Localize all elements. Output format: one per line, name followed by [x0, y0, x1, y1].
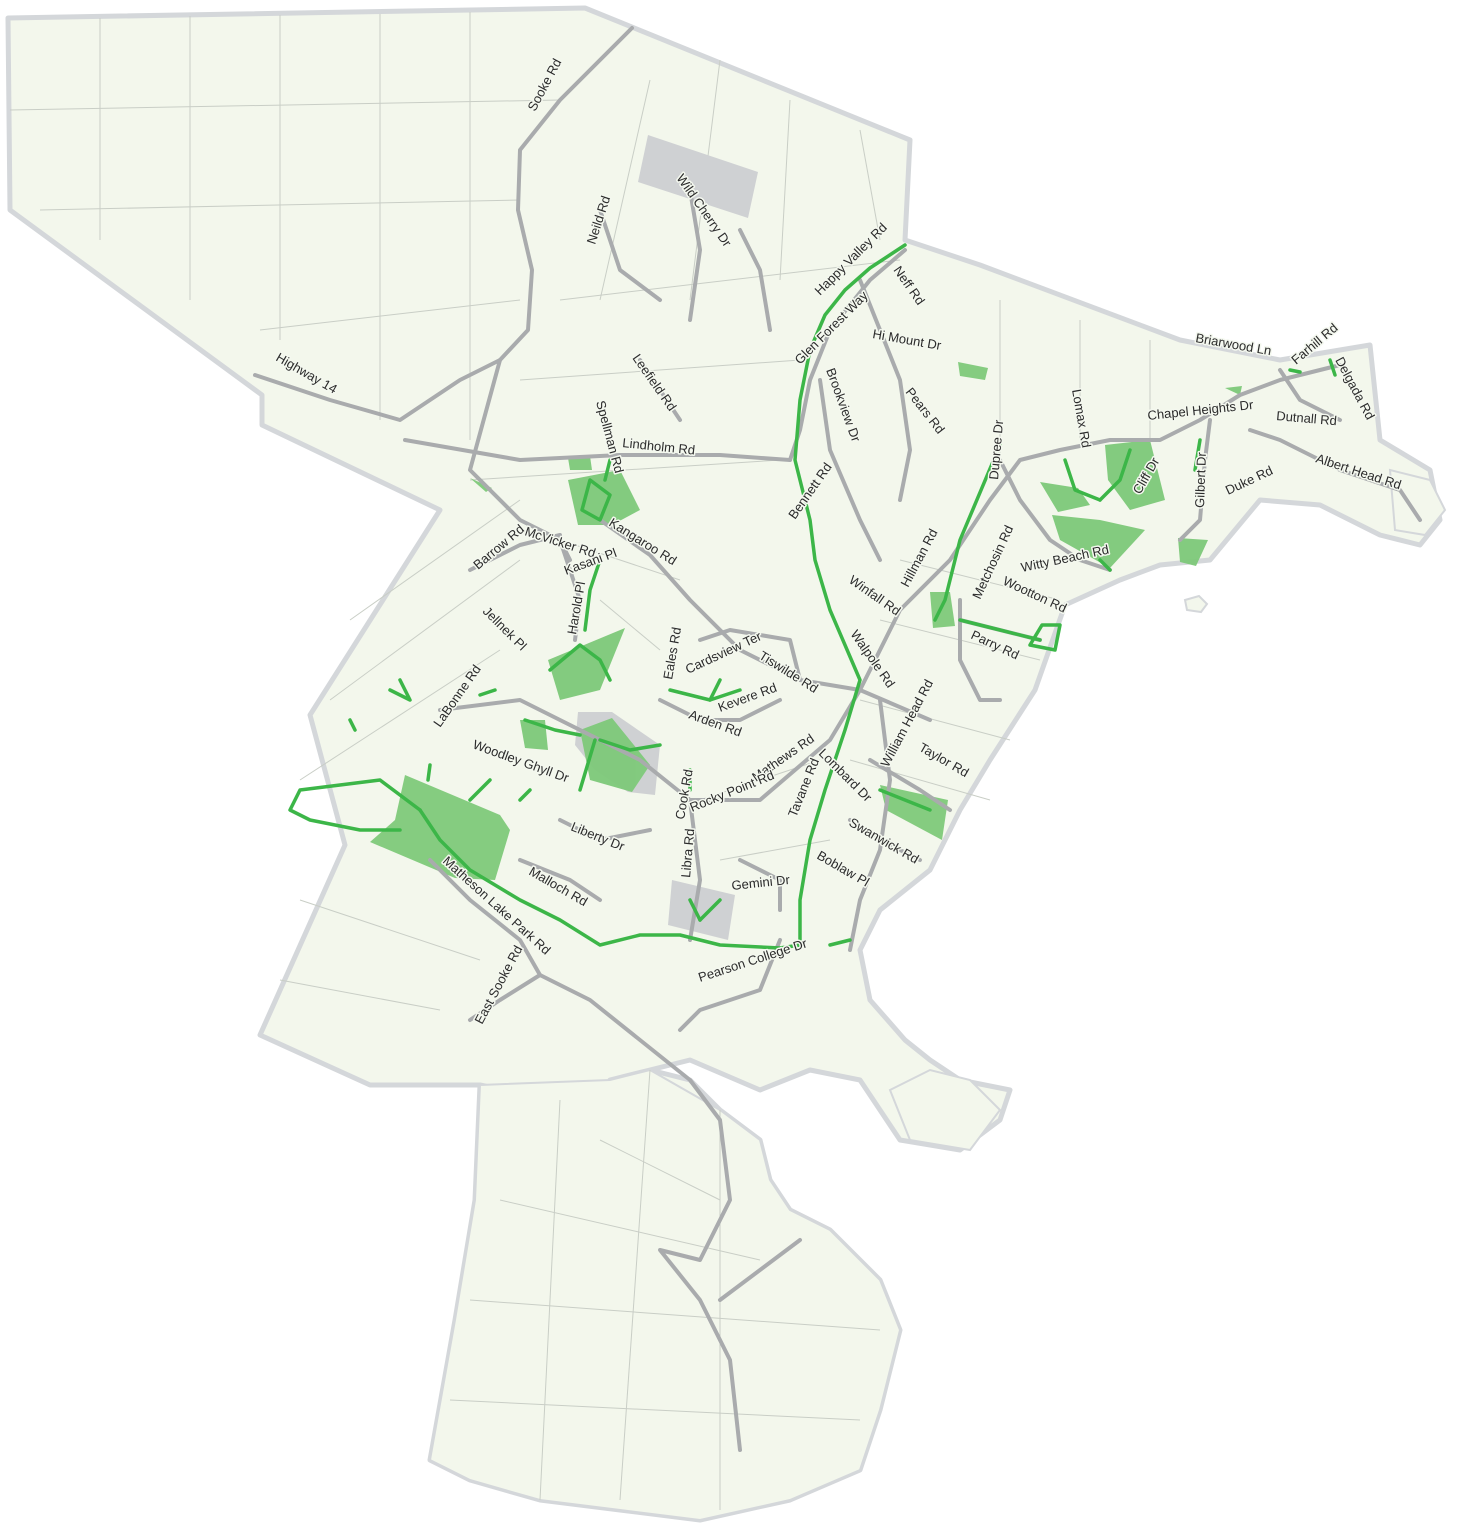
trail-network [288, 243, 1337, 950]
coastal-islet [1183, 594, 1209, 614]
coastal-islet [1388, 468, 1447, 537]
coastal-islet [888, 1068, 1002, 1152]
label-gilbert-dr: Gilbert Dr [1192, 451, 1209, 508]
peninsula-land [428, 1068, 902, 1522]
label-libra-rd: Libra Rd [678, 828, 697, 878]
park-areas [370, 362, 1242, 880]
label-dutnall-rd: Dutnall Rd [1276, 408, 1338, 428]
label-dupree-dr: Dupree Dr [986, 419, 1006, 481]
